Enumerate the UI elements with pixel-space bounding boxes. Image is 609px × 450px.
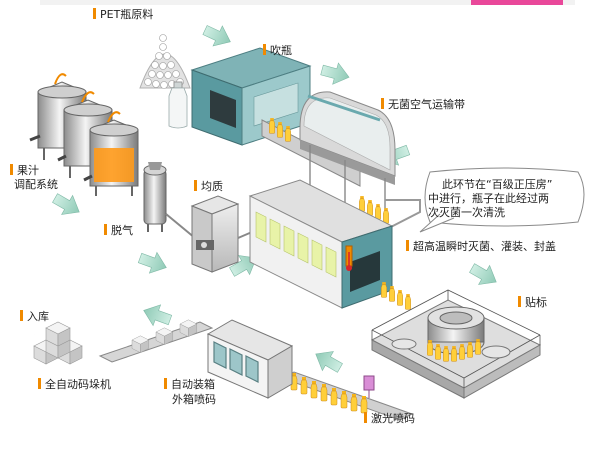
- uht-filling-room: [248, 179, 411, 310]
- degasser-tank: [143, 162, 167, 232]
- label-sterile-air-conveyor: 无菌空气运输带: [381, 98, 465, 112]
- label-warehouse: 入库: [20, 310, 49, 324]
- label-marker: [164, 378, 167, 389]
- pet-bottle-icon: [168, 81, 188, 129]
- note-line1: 此环节在“百级正压房”: [442, 178, 553, 191]
- label-sterile-air-conveyor-text: 无菌空气运输带: [388, 98, 465, 111]
- label-case-packer: 自动装箱: [164, 378, 215, 392]
- label-laser-coding: 激光喷码: [364, 412, 415, 426]
- label-marker: [381, 98, 384, 109]
- label-homogenize-text: 均质: [201, 180, 223, 193]
- palletized-boxes: [33, 321, 83, 365]
- label-case-packer-line2: 外箱喷码: [172, 393, 216, 407]
- label-juice-line2: 调配系统: [14, 178, 58, 191]
- label-marker: [93, 8, 96, 19]
- pet-pellet-pile: [139, 34, 191, 89]
- labeling-machine-platform: [370, 289, 542, 399]
- label-pet-material: PET瓶原料: [93, 8, 153, 22]
- boxes-conveyor: [98, 319, 214, 363]
- label-warehouse-text: 入库: [27, 310, 49, 323]
- label-marker: [104, 224, 107, 235]
- label-juice-line1: 果汁: [17, 164, 39, 177]
- label-blow-bottle-text: 吹瓶: [270, 44, 292, 57]
- note-bubble: [419, 167, 585, 233]
- label-marker: [406, 240, 409, 251]
- label-laser-coding-text: 激光喷码: [371, 412, 415, 425]
- top-strip: [40, 0, 575, 5]
- label-homogenize: 均质: [194, 180, 223, 194]
- label-case-packer-line2-text: 外箱喷码: [172, 393, 216, 406]
- label-labeling: 贴标: [518, 296, 547, 310]
- label-juice-mixing-line2: 调配系统: [14, 178, 58, 192]
- case-packer-machine: [206, 319, 294, 399]
- label-palletizer: 全自动码垛机: [38, 378, 111, 392]
- note-line3: 次灭菌一次清洗: [428, 206, 505, 219]
- label-marker: [263, 44, 266, 55]
- label-marker: [364, 412, 367, 423]
- label-labeling-text: 贴标: [525, 296, 547, 309]
- label-case-packer-line1: 自动装箱: [171, 378, 215, 391]
- label-juice-mixing: 果汁: [10, 164, 39, 178]
- top-pink-tab: [471, 0, 563, 5]
- label-palletizer-text: 全自动码垛机: [45, 378, 111, 391]
- label-uht-fill-cap-text: 超高温瞬时灭菌、灌装、封盖: [413, 240, 556, 253]
- note-line2: 中进行，瓶子在此经过两: [428, 192, 549, 205]
- label-degas: 脱气: [104, 224, 133, 238]
- label-marker: [38, 378, 41, 389]
- label-degas-text: 脱气: [111, 224, 133, 237]
- juice-tank-orange: [89, 111, 139, 196]
- laser-coder: [363, 375, 375, 398]
- label-marker: [20, 310, 23, 321]
- juice-mixing-tanks: [29, 73, 139, 196]
- homogenizer-machine: [190, 195, 240, 273]
- label-marker: [10, 164, 13, 175]
- label-uht-fill-cap: 超高温瞬时灭菌、灌装、封盖: [406, 240, 556, 254]
- label-blow-bottle: 吹瓶: [263, 44, 292, 58]
- label-marker: [518, 296, 521, 307]
- cleanroom-note: 此环节在“百级正压房” 中进行，瓶子在此经过两 次灭菌一次清洗: [428, 178, 580, 220]
- label-pet-material-text: PET瓶原料: [100, 8, 154, 21]
- label-marker: [194, 180, 197, 191]
- sterile-air-conveyor: [261, 91, 421, 231]
- blow-molding-machine: [190, 47, 312, 146]
